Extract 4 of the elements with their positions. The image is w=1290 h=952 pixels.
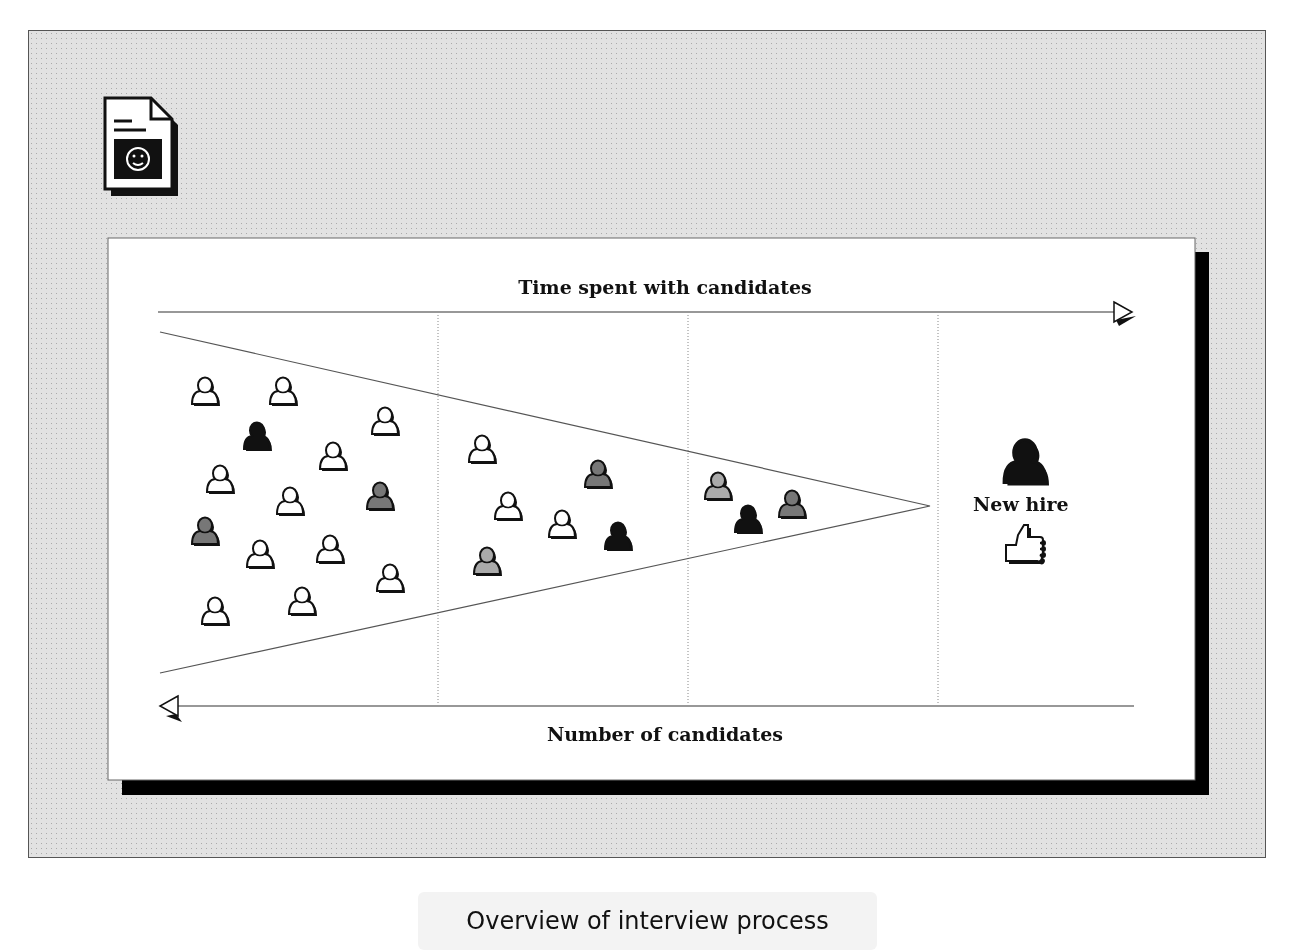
axis-title: Number of candidates xyxy=(545,723,785,745)
caption: Overview of interview process xyxy=(418,892,877,950)
axis-title: Time spent with candidates xyxy=(517,276,813,298)
person-caption: New hire xyxy=(973,493,1069,515)
